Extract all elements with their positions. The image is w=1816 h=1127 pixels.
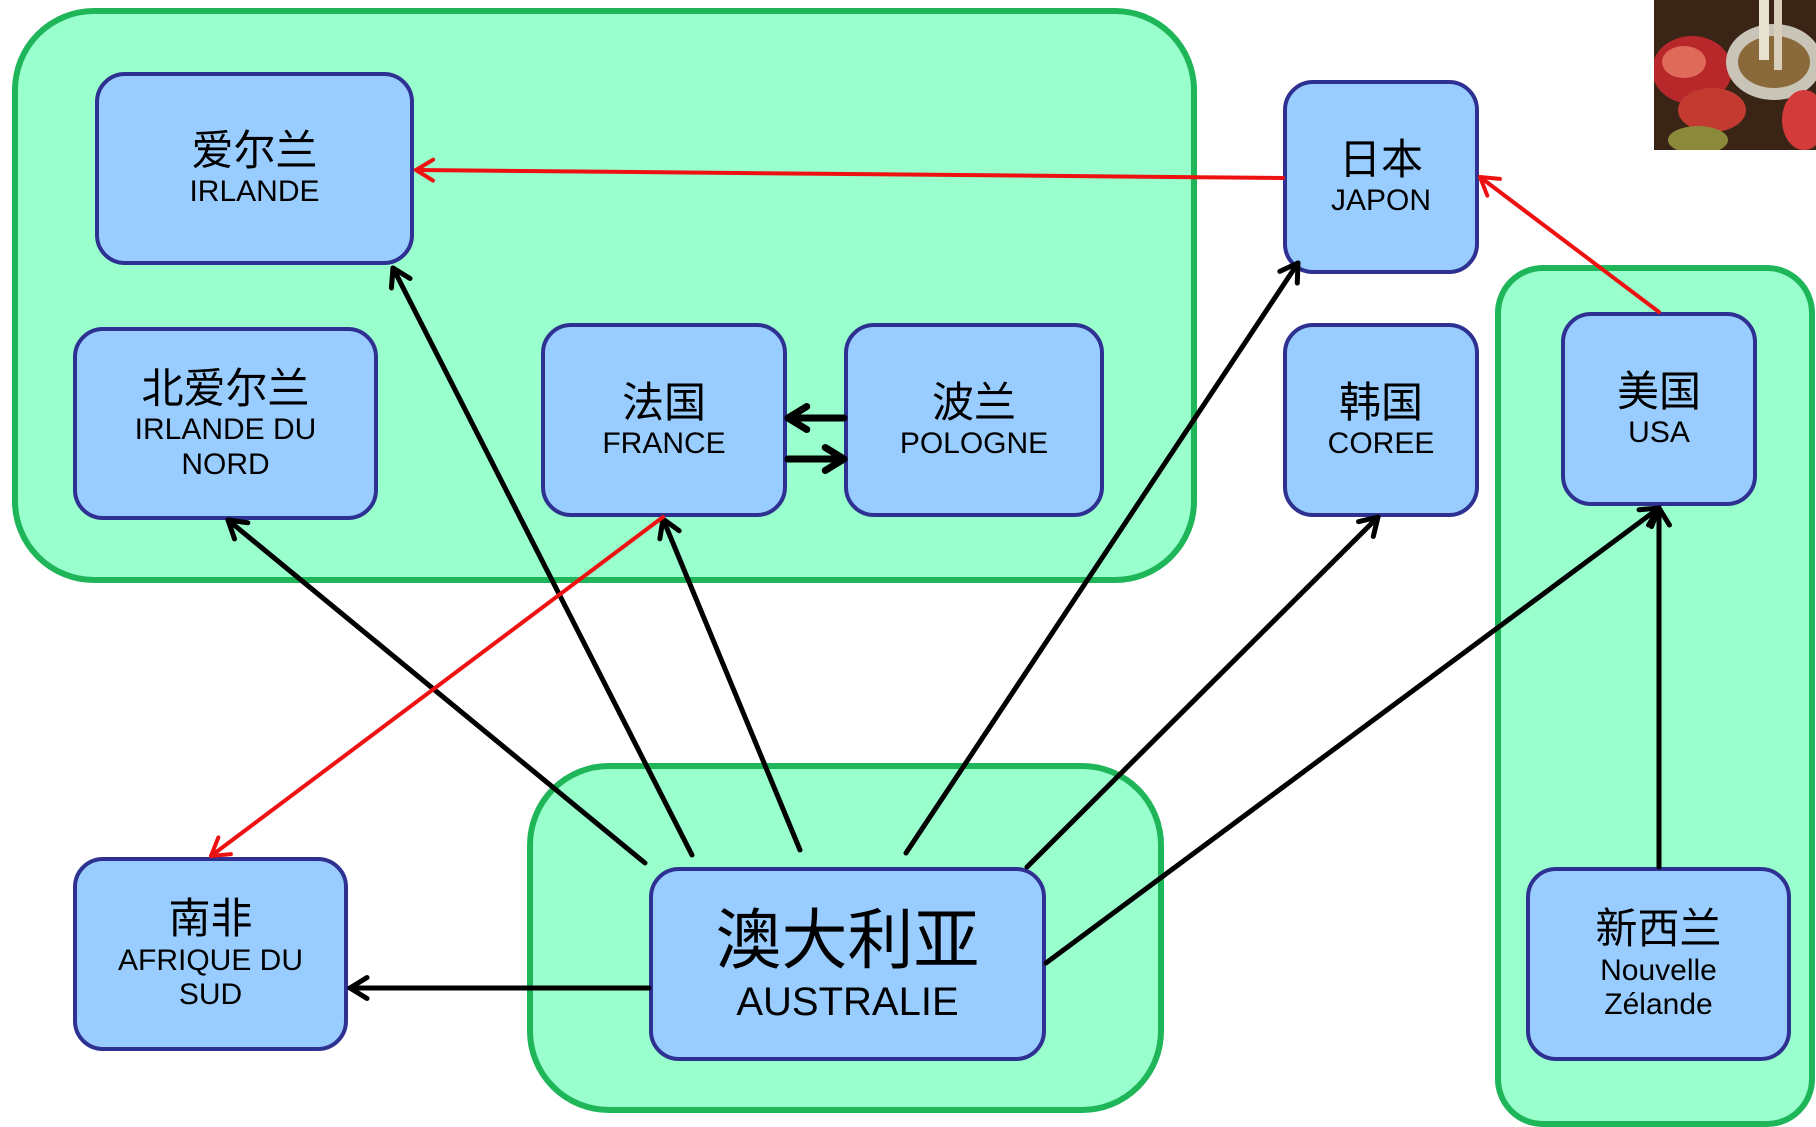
node-japon-zh: 日本 [1338, 134, 1423, 184]
node-pologne-zh: 波兰 [931, 377, 1016, 427]
node-irlande-zh: 爱尔兰 [191, 126, 318, 176]
node-australie: 澳大利亚 AUSTRALIE [649, 867, 1046, 1061]
node-coree-zh: 韩国 [1338, 377, 1423, 427]
arrow-france-to-sud [209, 515, 665, 858]
node-coree: 韩国 COREE [1283, 323, 1479, 517]
node-nord-fr-line1: IRLANDE DU [134, 413, 317, 447]
node-nouvelle-zelande: 新西兰 Nouvelle Zélande [1526, 867, 1791, 1061]
node-sud-fr-line2: SUD [178, 978, 243, 1012]
node-pologne: 波兰 POLOGNE [844, 323, 1104, 517]
arrow-japon-to-irlande [414, 157, 1285, 183]
hotpot-food-photo-icon [1654, 0, 1816, 150]
node-nord-fr-line2: NORD [181, 447, 270, 481]
arrow-australie-to-coree [1024, 514, 1381, 870]
arrow-nz-to-usa [1646, 505, 1672, 870]
arrow-australie-to-irlande [388, 265, 695, 858]
node-irlande-du-nord: 北爱尔兰 IRLANDE DU NORD [73, 327, 378, 520]
node-sud-zh: 南非 [168, 894, 253, 944]
node-australie-fr: AUSTRALIE [736, 979, 959, 1024]
arrow-france-to-pologne [784, 444, 848, 474]
node-nz-fr-line2: Zélande [1604, 988, 1713, 1022]
node-usa-zh: 美国 [1616, 366, 1701, 416]
node-japon: 日本 JAPON [1283, 80, 1479, 274]
node-irlande-fr: IRLANDE [189, 175, 320, 209]
arrow-usa-to-japon [1478, 175, 1661, 314]
node-nord-zh: 北爱尔兰 [141, 363, 310, 413]
node-nz-fr-line1: Nouvelle [1600, 953, 1717, 987]
arrow-australie-to-usa [1043, 505, 1662, 966]
node-irlande: 爱尔兰 IRLANDE [95, 72, 414, 265]
arrow-australie-to-nord [225, 517, 648, 866]
arrow-australie-to-france [657, 516, 803, 853]
node-japon-fr: JAPON [1330, 183, 1432, 217]
node-afrique-du-sud: 南非 AFRIQUE DU SUD [73, 857, 348, 1051]
node-coree-fr: COREE [1327, 426, 1435, 460]
node-australie-zh: 澳大利亚 [715, 902, 980, 980]
arrow-australie-to-japon [903, 260, 1301, 856]
arrow-pologne-to-france [784, 403, 848, 433]
node-france: 法国 FRANCE [541, 323, 787, 517]
node-france-zh: 法国 [621, 377, 706, 427]
node-nz-zh: 新西兰 [1595, 904, 1722, 954]
node-pologne-fr: POLOGNE [899, 426, 1049, 460]
node-usa: 美国 USA [1561, 312, 1757, 506]
node-usa-fr: USA [1628, 415, 1690, 449]
node-sud-fr-line1: AFRIQUE DU [117, 943, 303, 977]
arrow-australie-to-sud [347, 975, 652, 1001]
node-france-fr: FRANCE [602, 426, 726, 460]
